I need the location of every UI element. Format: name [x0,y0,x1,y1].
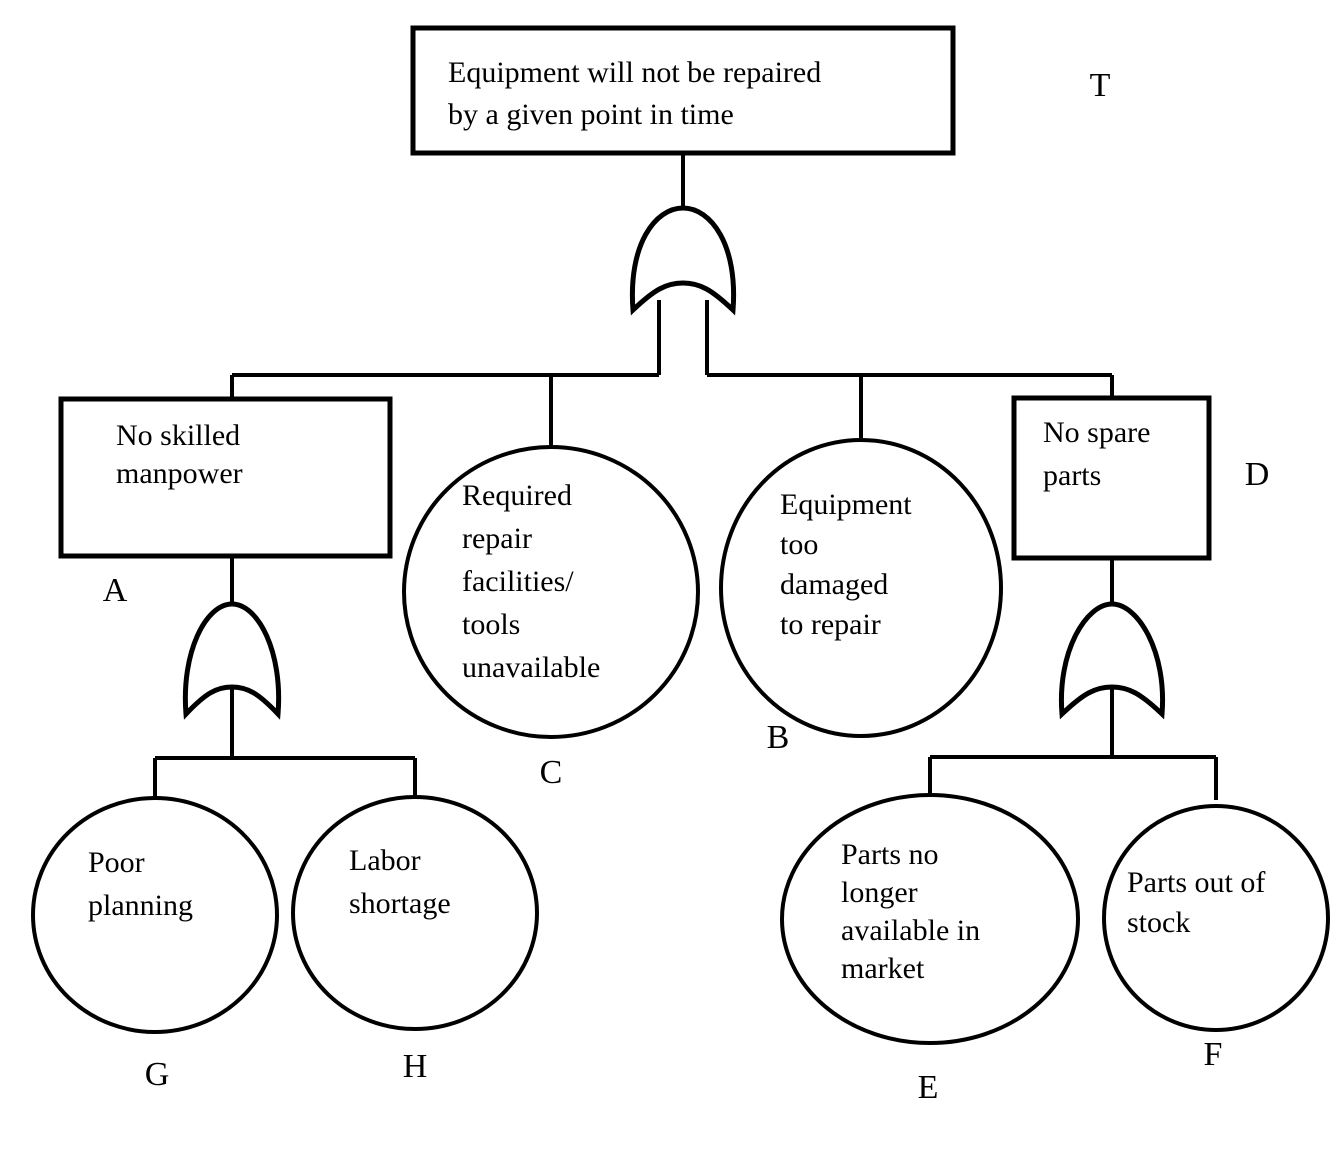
node-E-line-0: Parts no [841,838,939,871]
node-H-line-0: Labor [349,844,421,877]
node-B-line-2: damaged [780,568,888,601]
gate-d-or-gate[interactable] [1058,601,1166,720]
node-C-ellipse [402,445,700,739]
tag-H: H [403,1048,428,1085]
node-T[interactable]: Equipment will not be repaired by a give… [410,25,956,156]
node-C-line-1: repair [462,522,532,555]
gate-top-or-gate[interactable] [629,205,737,316]
tag-C: C [540,754,563,791]
node-H-line-1: shortage [349,887,451,920]
node-B-line-3: to repair [780,608,881,641]
tag-A: A [103,572,128,609]
node-E-ellipse [780,793,1080,1045]
node-G-line-0: Poor [88,846,145,879]
gate-d-or-shape [1058,601,1166,720]
node-E-line-3: market [841,952,925,985]
tag-F: F [1204,1036,1223,1073]
node-T-line-1: by a given point in time [448,98,734,131]
node-A[interactable]: No skilled manpower [58,396,393,559]
node-D-rect [1011,395,1212,561]
tag-D: D [1245,456,1270,493]
gate-a-or-shape [182,601,282,720]
node-E[interactable]: Parts no longer available in market [780,793,1080,1045]
node-G[interactable]: Poor planning [31,796,279,1034]
node-C-line-4: unavailable [462,651,600,684]
node-T-line-0: Equipment will not be repaired [448,56,821,89]
connector-wires [153,153,1218,800]
node-F-line-1: stock [1127,906,1190,939]
gate-a-or-gate[interactable] [182,601,282,720]
node-T-rect [410,25,956,156]
tag-E: E [918,1069,939,1106]
node-B-ellipse [719,438,1003,738]
node-B-line-1: too [780,528,818,561]
node-H-ellipse [291,795,539,1031]
node-A-line-0: No skilled [116,419,240,452]
node-F-ellipse [1102,804,1330,1032]
node-G-line-1: planning [88,889,193,922]
node-D[interactable]: No spare parts [1011,395,1212,561]
node-C-line-3: tools [462,608,520,641]
node-F-line-0: Parts out of [1127,866,1265,899]
node-A-rect [58,396,393,559]
node-F[interactable]: Parts out of stock [1102,804,1330,1032]
gate-top-or-shape [629,205,737,316]
tag-B: B [767,719,790,756]
tag-T: T [1090,67,1111,104]
node-C-line-2: facilities/ [462,565,574,598]
node-B-line-0: Equipment [780,488,912,521]
node-C-line-0: Required [462,479,572,512]
node-E-line-2: available in [841,914,980,947]
node-B[interactable]: Equipment too damaged to repair [719,438,1003,738]
node-A-line-1: manpower [116,457,243,490]
node-D-line-1: parts [1043,459,1101,492]
node-D-line-0: No spare [1043,416,1150,449]
node-G-ellipse [31,796,279,1034]
tag-G: G [145,1056,170,1093]
node-C[interactable]: Required repair facilities/ tools unavai… [402,445,700,739]
node-H[interactable]: Labor shortage [291,795,539,1031]
node-E-line-1: longer [841,876,918,909]
